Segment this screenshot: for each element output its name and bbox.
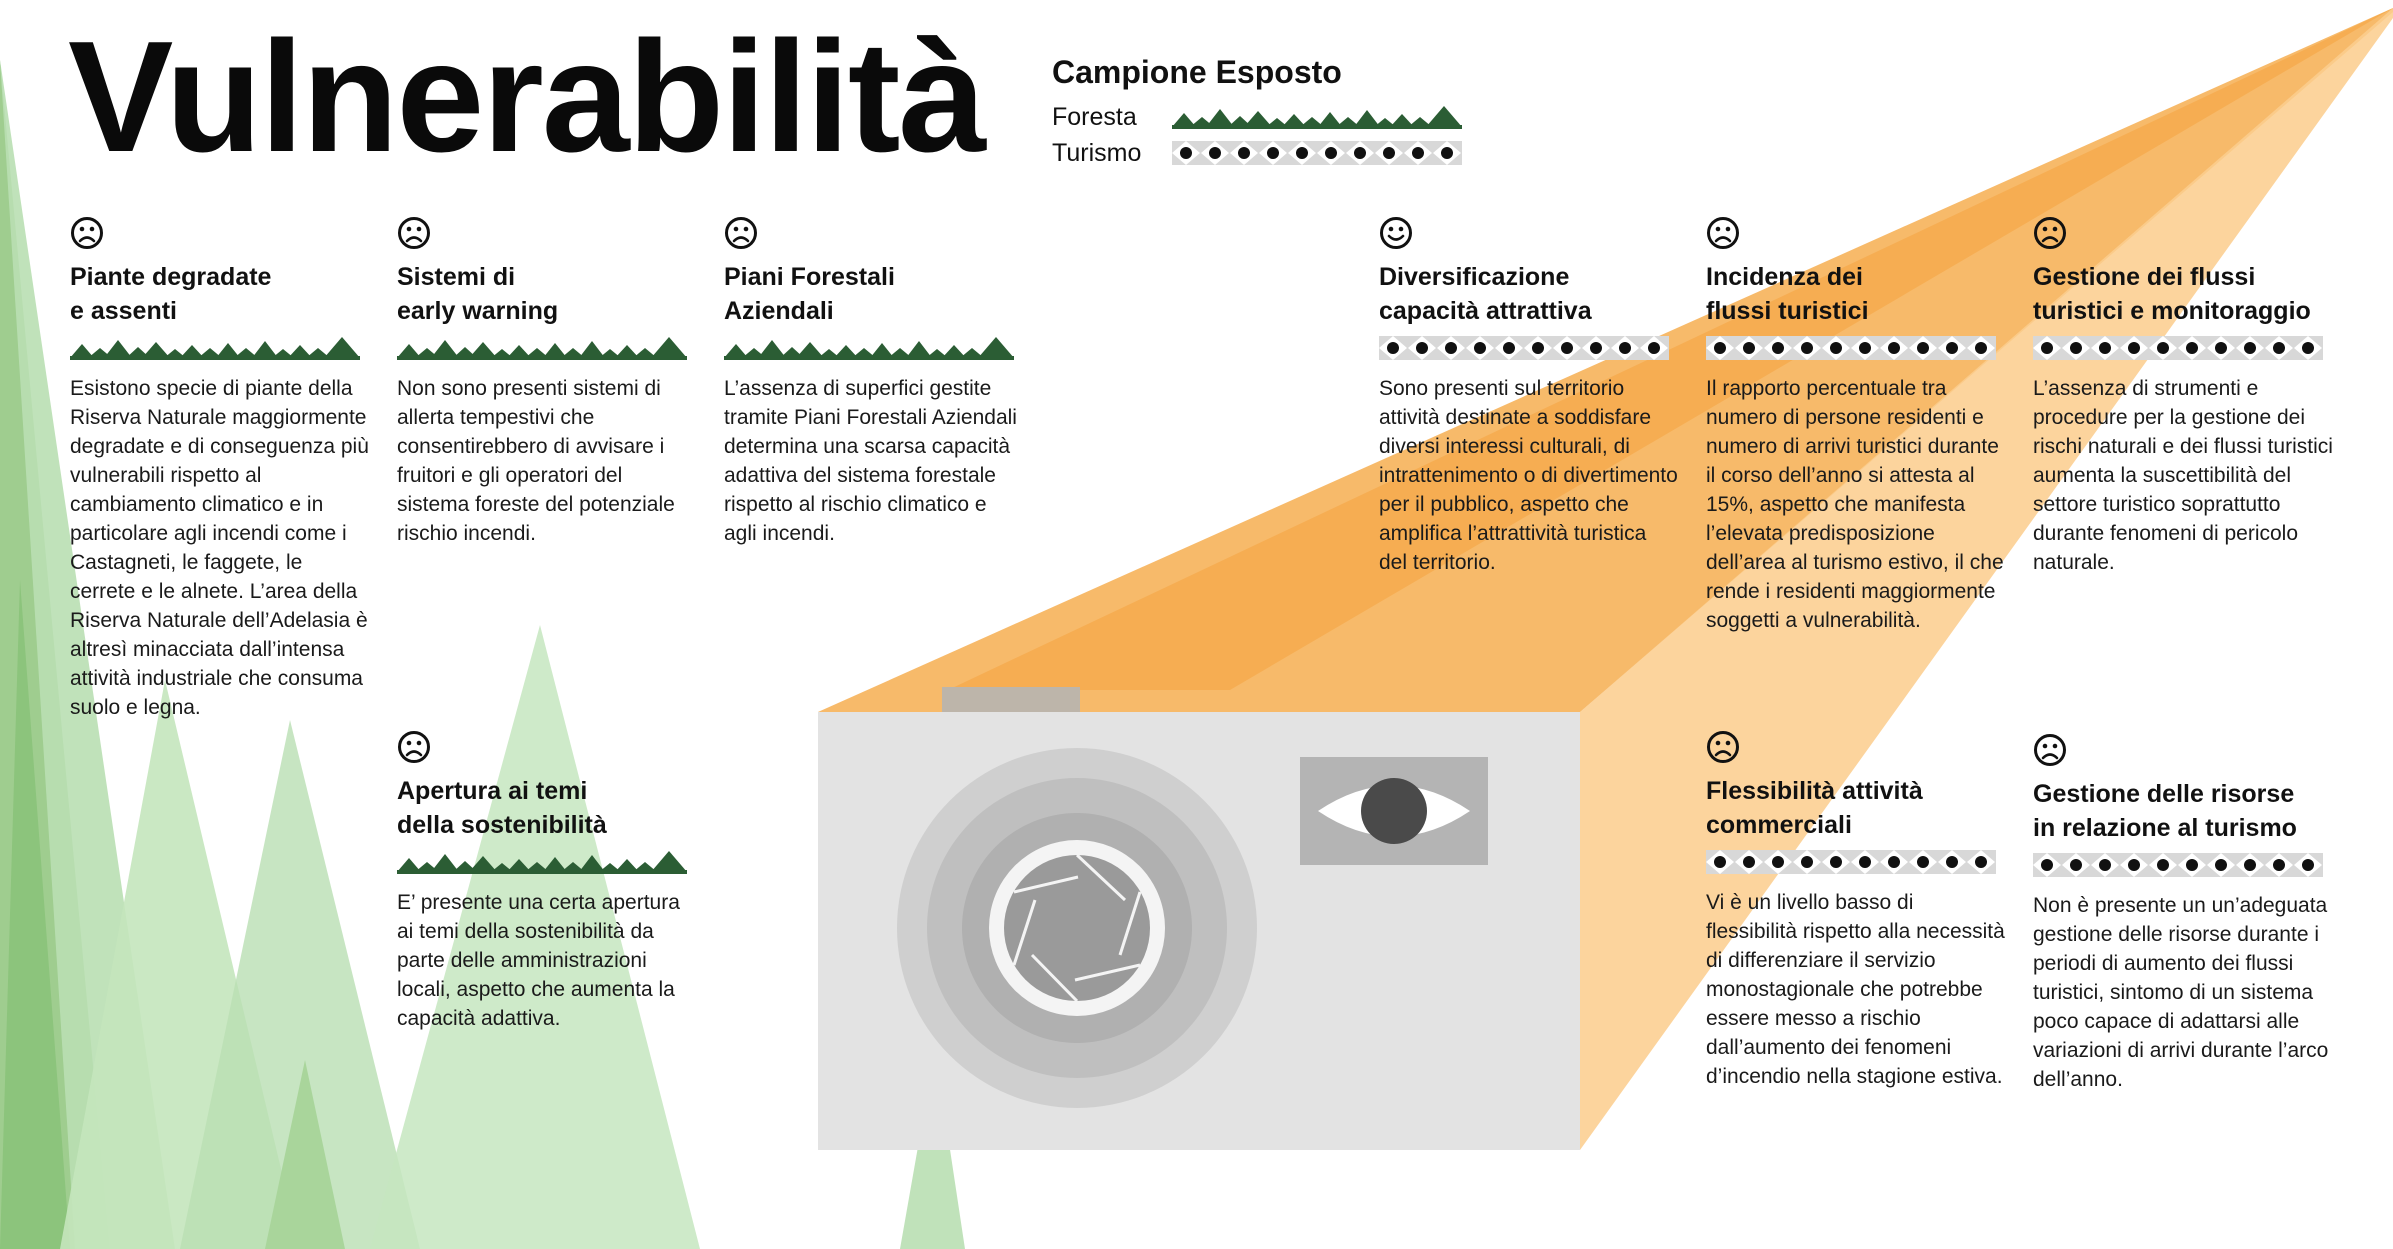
card-sistemi-early-warning: Sistemi di early warning Non sono presen… (397, 216, 697, 548)
card-gestione-flussi: Gestione dei flussi turistici e monitora… (2033, 216, 2333, 577)
forest-pattern-icon (724, 336, 1014, 360)
happy-face-icon (1379, 216, 1413, 250)
card-title: Flessibilità attività commerciali (1706, 777, 1923, 839)
forest-pattern-icon (397, 336, 687, 360)
card-title: Sistemi di early warning (397, 263, 559, 325)
tourism-pattern-icon (2033, 853, 2323, 877)
card-body: Sono presenti sul territorio attività de… (1379, 377, 1678, 574)
sad-face-icon (2033, 733, 2067, 767)
card-apertura-sostenibilita: Apertura ai temi della sostenibilità E’ … (397, 730, 697, 1033)
card-body: L’assenza di strumenti e procedure per l… (2033, 377, 2333, 574)
card-title: Gestione dei flussi turistici e monitora… (2033, 263, 2311, 325)
sad-face-icon (1706, 216, 1740, 250)
legend: Campione Esposto Foresta Turismo (1052, 54, 1462, 171)
card-body: Esistono specie di piante della Riserva … (70, 377, 369, 719)
forest-pattern-icon (397, 850, 687, 874)
sad-face-icon (397, 216, 431, 250)
card-body: E’ presente una certa apertura ai temi d… (397, 891, 680, 1030)
forest-pattern-icon (70, 336, 360, 360)
forest-pattern-icon (1172, 105, 1462, 129)
sad-face-icon (724, 216, 758, 250)
card-title: Apertura ai temi della sostenibilità (397, 777, 607, 839)
camera-illustration (818, 687, 1580, 1150)
sad-face-icon (397, 730, 431, 764)
sad-face-icon (2033, 216, 2067, 250)
card-incidenza-flussi: Incidenza dei flussi turistici Il rappor… (1706, 216, 2006, 635)
card-body: Non sono presenti sistemi di allerta tem… (397, 377, 675, 545)
card-title: Piante degradate e assenti (70, 263, 272, 325)
card-title: Gestione delle risorse in relazione al t… (2033, 780, 2297, 842)
card-body: Vi è un livello basso di flessibilità ri… (1706, 891, 2005, 1088)
legend-item-tourism: Turismo (1052, 135, 1462, 171)
card-diversificazione: Diversificazione capacità attrattiva Son… (1379, 216, 1679, 577)
card-gestione-risorse: Gestione delle risorse in relazione al t… (2033, 733, 2333, 1094)
card-title: Piani Forestali Aziendali (724, 263, 895, 325)
legend-item-label: Foresta (1052, 102, 1137, 131)
card-title: Incidenza dei flussi turistici (1706, 263, 1869, 325)
legend-title: Campione Esposto (1052, 54, 1342, 90)
card-body: Non è presente un un’adeguata gestione d… (2033, 894, 2329, 1091)
sad-face-icon (1706, 730, 1740, 764)
card-title: Diversificazione capacità attrattiva (1379, 263, 1592, 325)
page-title: Vulnerabilità (68, 9, 986, 185)
sad-face-icon (70, 216, 104, 250)
card-body: Il rapporto percentuale tra numero di pe… (1706, 377, 2004, 632)
card-piani-forestali: Piani Forestali Aziendali L’assenza di s… (724, 216, 1024, 548)
card-piante-degradate: Piante degradate e assenti Esistono spec… (70, 216, 370, 722)
forest-trees-illustration (0, 60, 965, 1249)
tourism-pattern-icon (1706, 850, 1996, 874)
legend-item-forest: Foresta (1052, 99, 1462, 135)
tourism-pattern-icon (1379, 336, 1669, 360)
tourism-pattern-icon (1172, 141, 1462, 165)
legend-item-label: Turismo (1052, 138, 1142, 167)
tourism-pattern-icon (1706, 336, 1996, 360)
camera-view-beam (818, 8, 2393, 1150)
card-body: L’assenza di superfici gestite tramite P… (724, 377, 1017, 545)
tourism-pattern-icon (2033, 336, 2323, 360)
card-flessibilita-commerciali: Flessibilità attività commerciali Vi è u… (1706, 730, 2006, 1091)
